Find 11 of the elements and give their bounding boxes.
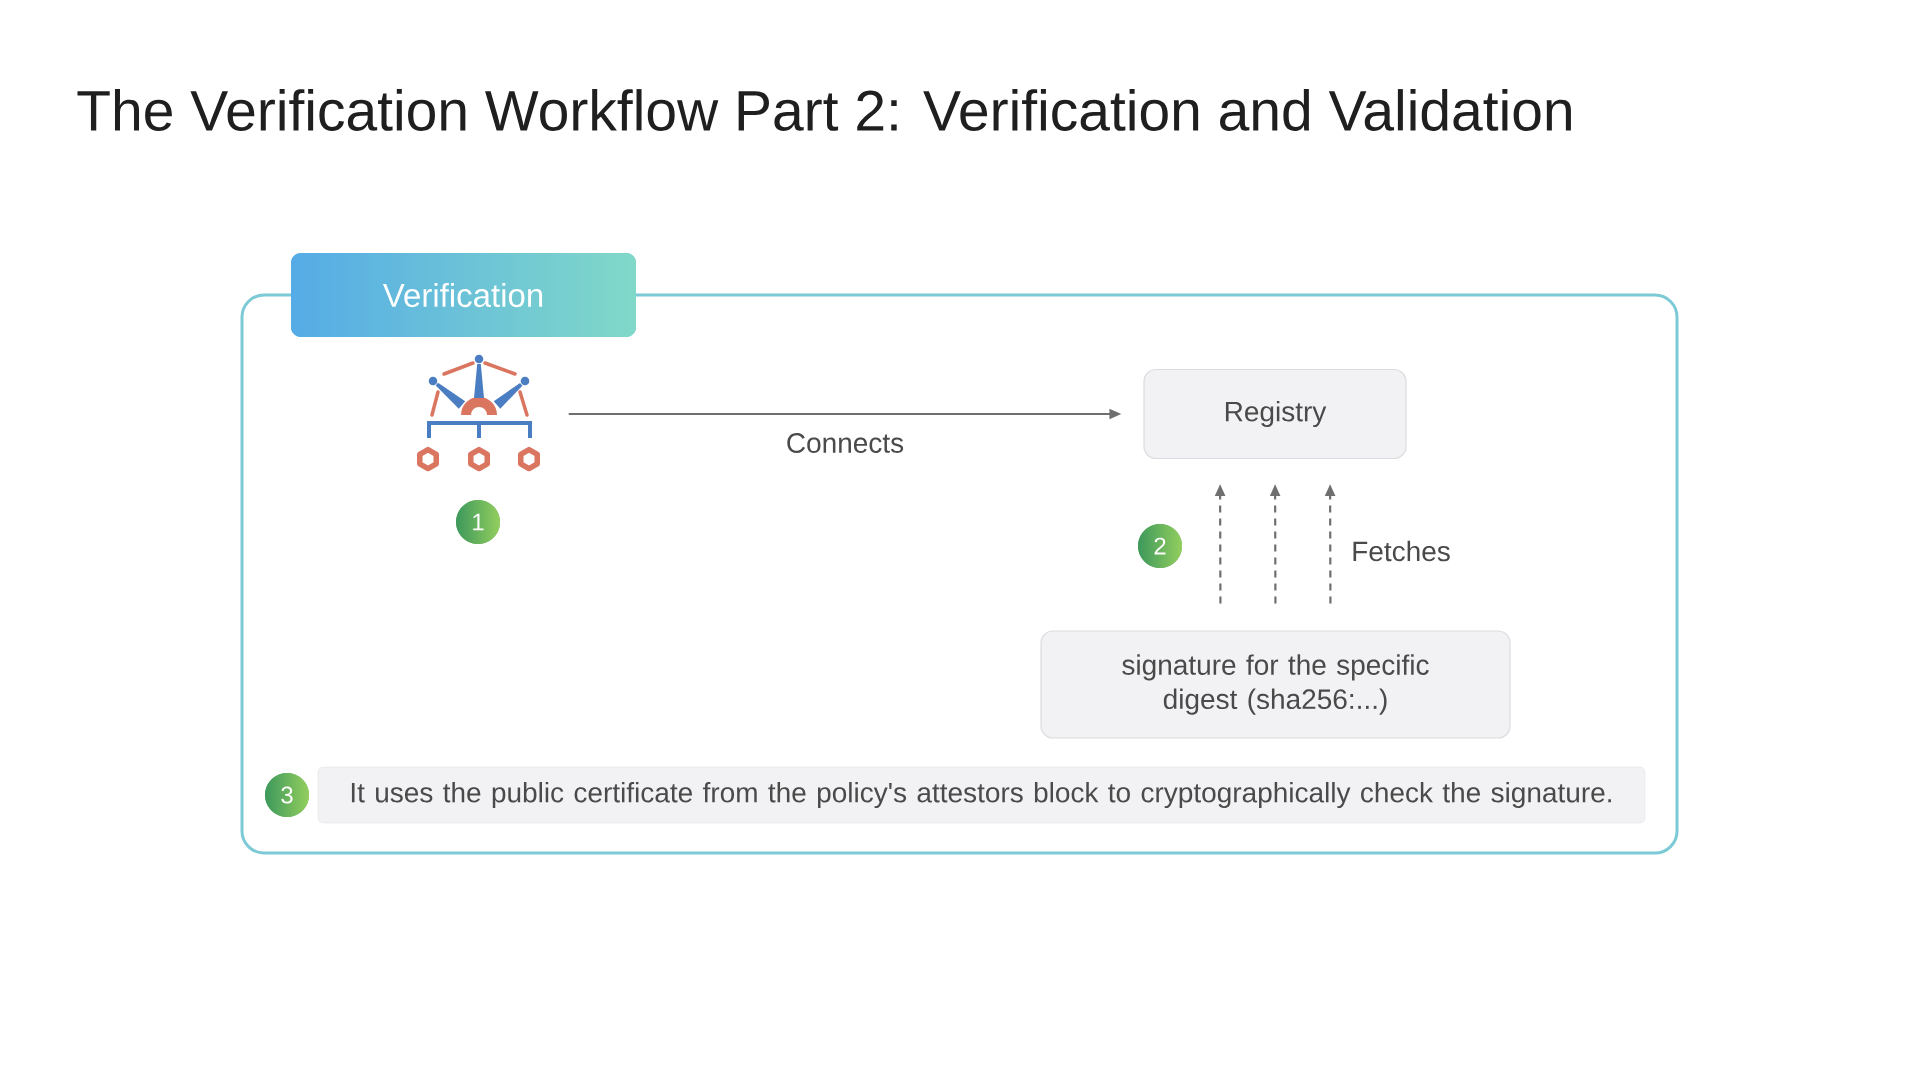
title: The Verification Workflow Part 2: Verification and Validation <box>77 89 1571 131</box>
heading-tab: Verification <box>291 253 636 337</box>
process-box: Registry <box>1143 368 1407 460</box>
network-icon <box>417 354 540 472</box>
process-box: signature for the specific digest (sha256:...) <box>1040 630 1511 739</box>
number-badge: 3 <box>265 773 309 817</box>
edge-label: Connects <box>783 431 907 455</box>
text-box: It uses the public certificate from the policy's attestors block to cryptographically check the signature. <box>317 766 1646 824</box>
number-badge: 2 <box>1138 524 1182 568</box>
edge-label: Fetches <box>1349 538 1453 564</box>
number-badge: 1 <box>456 500 500 544</box>
